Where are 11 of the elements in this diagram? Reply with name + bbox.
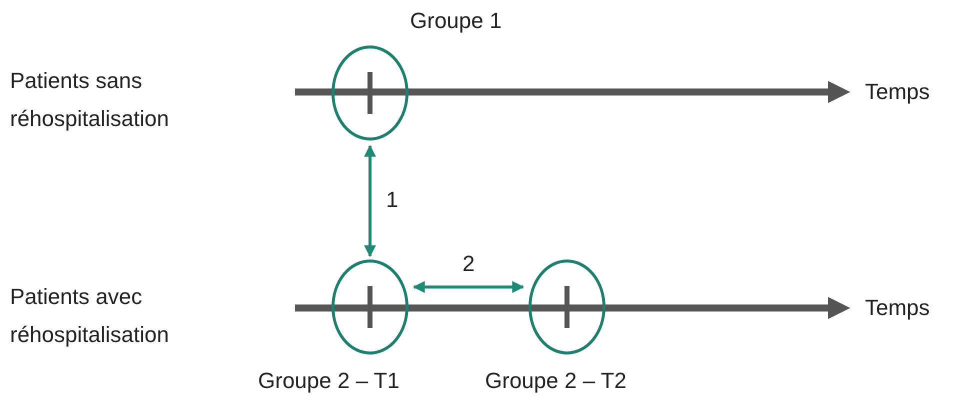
- axis-label: Temps: [865, 78, 931, 106]
- row-label: Patients sans réhospitalisation: [10, 67, 170, 133]
- group-label: Groupe 2 – T2: [485, 368, 626, 394]
- row-label: Patients avec réhospitalisation: [10, 283, 170, 349]
- group-label: Groupe 1: [410, 8, 502, 34]
- axis-label: Temps: [865, 294, 931, 322]
- double-arrow: [364, 144, 376, 258]
- double-arrow: [412, 281, 524, 293]
- group-label: Groupe 2 – T1: [258, 368, 400, 394]
- edge-label: 2: [462, 251, 475, 277]
- edge-label: 1: [386, 187, 398, 213]
